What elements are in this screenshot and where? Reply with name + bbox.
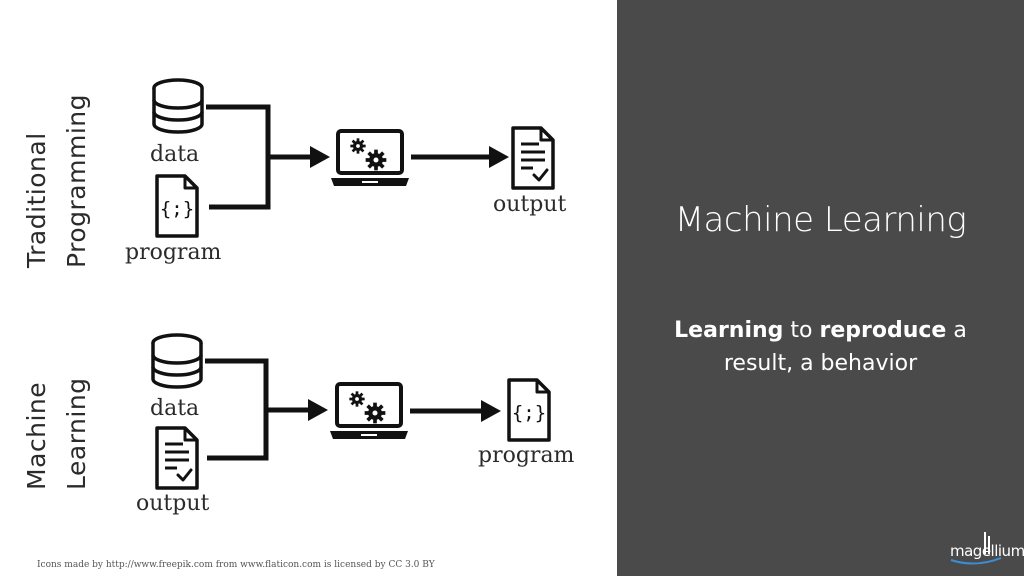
desc-text-2: a result, a behavior [723, 318, 967, 376]
desc-bold-learning: Learning [674, 318, 784, 343]
panel-description: Learning to reproduce a result, a behavi… [637, 314, 1004, 380]
report-document-icon [513, 128, 553, 188]
report-document-icon [157, 428, 197, 488]
traditional-program-label: program [125, 240, 222, 265]
arrow-head [308, 399, 328, 421]
ml-output-label: output [136, 491, 210, 516]
panel-title: Machine Learning [674, 200, 967, 240]
desc-text-1: to [783, 318, 820, 343]
icon-credit: Icons made by http://www.freepik.com fro… [37, 560, 435, 570]
arrow-head [310, 146, 330, 168]
ml-data-label: data [150, 396, 200, 421]
laptop-gears-icon [330, 384, 408, 439]
traditional-output-label: output [493, 192, 567, 217]
company-logo: magellium [945, 528, 1024, 568]
code-glyph: {;} [160, 198, 194, 220]
info-panel [617, 0, 1024, 576]
laptop-gears-icon [331, 131, 409, 186]
logo-mark-icon [950, 532, 1002, 565]
arrow-head [481, 400, 501, 422]
code-file-icon: {;} [155, 174, 199, 238]
diagram-area [0, 0, 617, 576]
database-icon [151, 333, 203, 389]
ml-program-label: program [478, 443, 575, 468]
flow-diagram: {;} {;} [151, 78, 617, 576]
merge-connector [206, 104, 312, 210]
arrow-head [489, 146, 509, 168]
traditional-data-label: data [150, 142, 200, 167]
code-file-icon: {;} [507, 378, 551, 442]
desc-bold-reproduce: reproduce [819, 318, 947, 343]
logo-text: magellium [950, 542, 1024, 560]
code-glyph: {;} [512, 402, 546, 424]
merge-connector [205, 358, 310, 461]
database-icon [152, 78, 204, 134]
